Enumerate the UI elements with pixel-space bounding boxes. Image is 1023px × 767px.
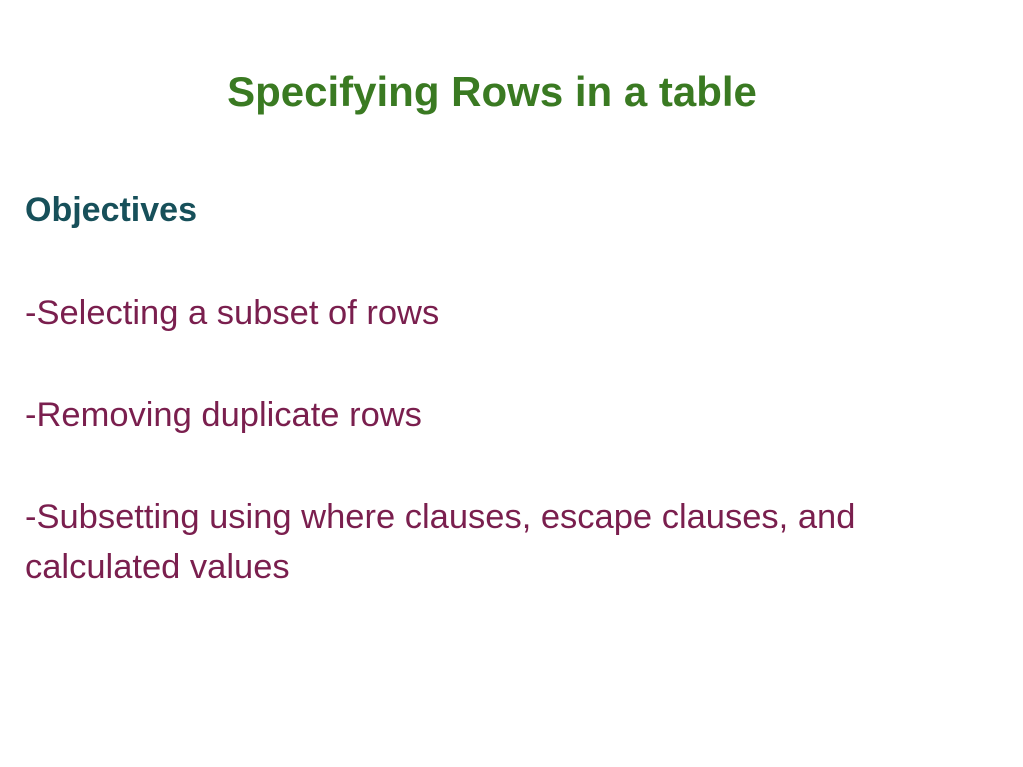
objective-item: -Subsetting using where clauses, escape … [25,498,856,586]
objectives-heading: Objectives [25,191,197,229]
objective-item: -Selecting a subset of rows [25,294,440,332]
objective-item: -Removing duplicate rows [25,396,422,434]
slide-title: Specifying Rows in a table [227,68,757,115]
